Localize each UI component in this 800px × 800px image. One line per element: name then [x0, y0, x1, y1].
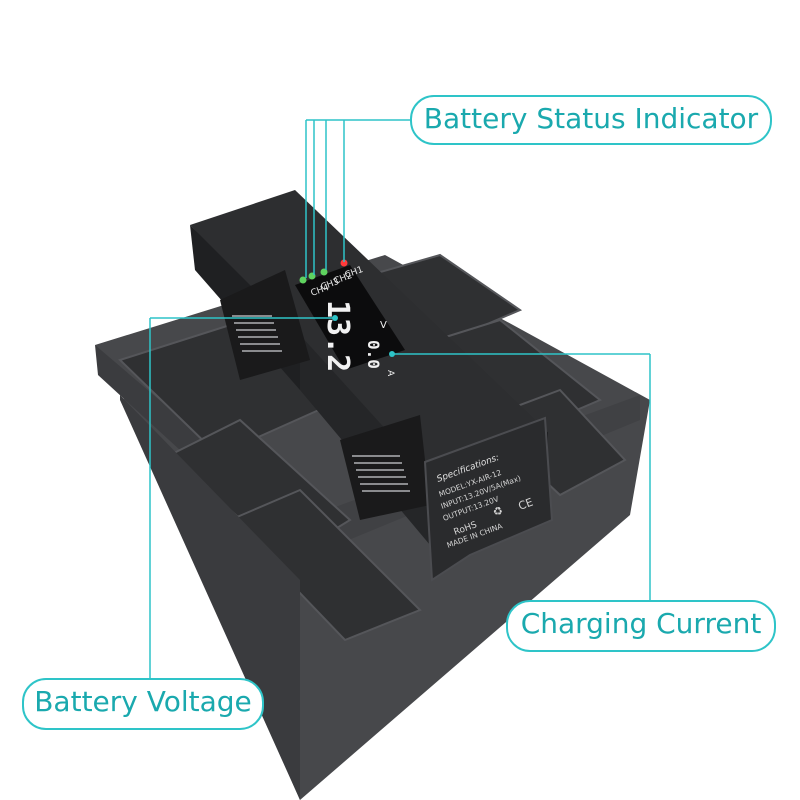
ch2-led-icon	[320, 268, 328, 276]
battery-voltage-callout: Battery Voltage	[22, 678, 264, 730]
ch4-led-icon	[299, 276, 307, 284]
current-unit: A	[385, 370, 395, 377]
current-reading: 0.0	[364, 340, 383, 369]
battery-status-indicator-callout: Battery Status Indicator	[410, 95, 772, 145]
charging-current-callout: Charging Current	[506, 600, 776, 652]
callout-label: Charging Current	[520, 607, 762, 640]
callout-lines	[149, 119, 651, 678]
callout-label: Battery Status Indicator	[423, 102, 759, 135]
voltage-reading: 13.2	[320, 300, 355, 372]
callout-label: Battery Voltage	[34, 685, 252, 718]
ch1-led-icon	[340, 259, 348, 267]
voltage-unit: V	[380, 320, 387, 331]
recycle-icon: ♻	[493, 505, 503, 518]
led-display: CH4 CH3 CH2 CH1 13.2 V 0.0 A	[295, 259, 405, 377]
ce-mark: CE	[517, 496, 535, 513]
spec-plate: Specifications: MODEL:YX-AIR-12 INPUT:13…	[423, 416, 554, 582]
